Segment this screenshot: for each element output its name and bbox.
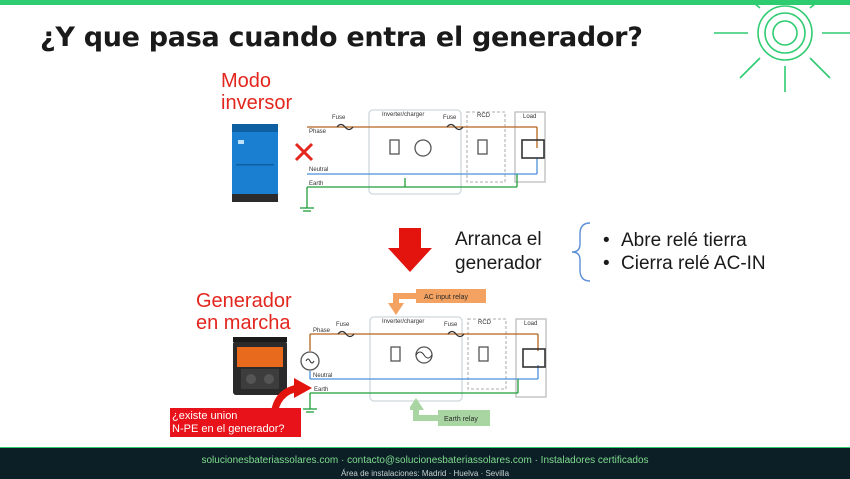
disconnected-x-icon [294,142,314,162]
bottom-fuse-label-2: Fuse [444,322,458,328]
generator-mode-line2: en marcha [196,312,291,334]
inverter-mode-line1: Modo [221,70,272,92]
list-item: Abre relé tierra [601,229,766,252]
bottom-inverter-label: Inverter/charger [382,319,424,325]
inverter-mode-line2: inversor [221,92,293,114]
footer-contact: solucionesbateriassolares.com · contacto… [201,455,649,466]
inverter-mode-label: Modo inversor [221,70,292,114]
sun-icon [714,0,850,92]
generator-start-line1: Arranca el [455,229,542,250]
inverter-mode-diagram: Phase Fuse Inverter/charger Fuse RCD Loa… [300,109,546,212]
top-phase-label: Phase [309,129,327,135]
top-fuse-label-2: Fuse [443,115,457,121]
earth-relay-label: Earth relay [444,416,478,423]
ac-input-relay-label: AC input relay [424,294,468,301]
top-rcd-label: RCD [477,113,491,119]
bottom-neutral-label: Neutral [313,373,332,379]
generator-mode-line1: Generador [196,290,292,312]
top-load-label: Load [523,114,536,120]
ac-input-relay-callout: AC input relay [388,289,486,315]
npe-question-box: ¿existe union N-PE en el generador? [170,408,301,437]
generator-image [233,337,287,395]
inverter-image [232,124,278,202]
bottom-fuse-label-1: Fuse [336,322,350,328]
slide-title: ¿Y que pasa cuando entra el generador? [40,22,643,53]
list-item: Cierra relé AC-IN [601,252,766,275]
top-neutral-label: Neutral [309,167,328,173]
top-inverter-label: Inverter/charger [382,112,424,118]
bottom-earth-label: Earth [314,387,328,393]
top-fuse-label-1: Fuse [332,115,346,121]
earth-relay-callout: Earth relay [410,398,490,426]
generator-start-text: Arranca el generador [455,228,542,276]
footer [0,448,850,479]
npe-question-line1: ¿existe union [172,410,238,422]
npe-question-line2: N-PE en el generador? [172,423,285,435]
generator-mode-label: Generador en marcha [196,290,292,334]
brace-icon [571,222,591,282]
bottom-phase-label: Phase [313,328,331,334]
actions-list: Abre relé tierra Cierra relé AC-IN [601,229,766,275]
footer-area: Área de instalaciones: Madrid · Huelva ·… [340,469,510,478]
generator-start-line2: generador [455,253,542,274]
bottom-rcd-label: RCD [478,320,492,326]
bottom-load-label: Load [524,321,537,327]
top-earth-label: Earth [309,181,323,187]
top-accent-bar [0,0,850,5]
down-arrow-icon [388,228,432,272]
